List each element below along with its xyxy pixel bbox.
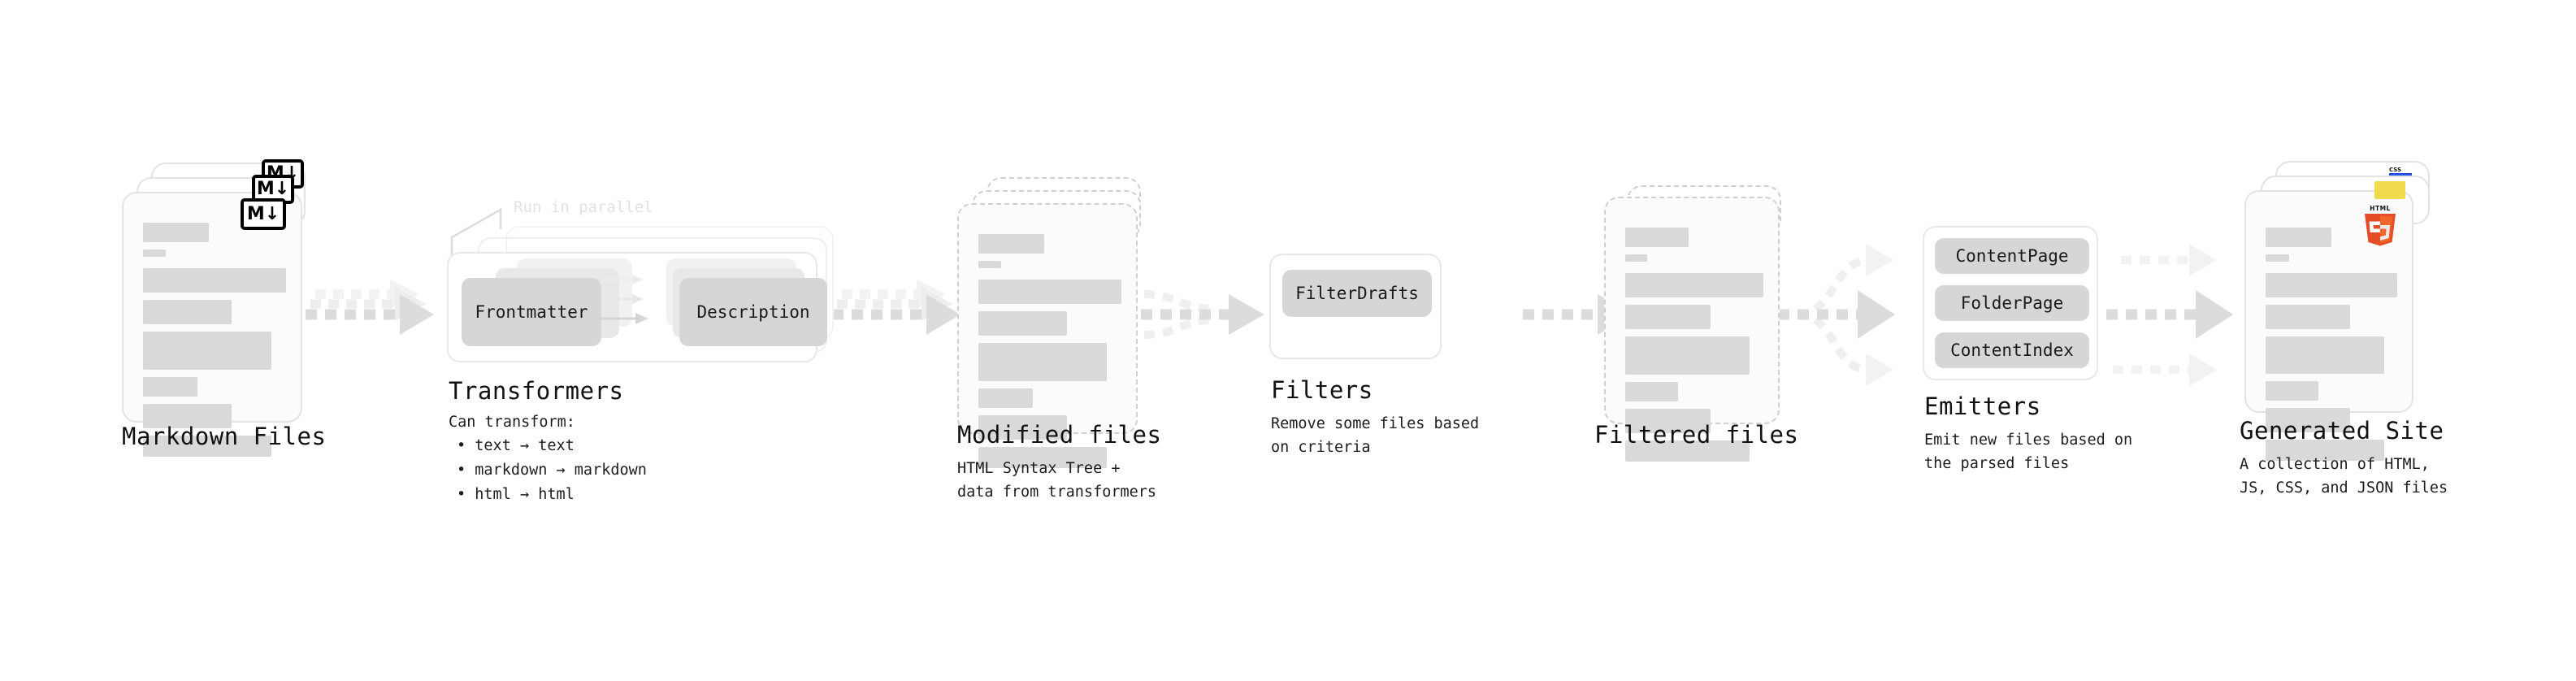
transformers-description: Can transform:: [449, 414, 575, 431]
emitter-pill-contentindex-label: ContentIndex: [1950, 340, 2074, 360]
transformer-internal-arrows: [601, 275, 648, 324]
modified-card-front: [957, 203, 1138, 468]
arrow-modified-to-filters: [1141, 290, 1264, 339]
emitter-pill-folderpage-label: FolderPage: [1960, 293, 2064, 313]
markdown-badge-front: M↓: [241, 198, 286, 230]
modified-files-description: HTML Syntax Tree + data from transformer…: [957, 460, 1157, 501]
transformers-title: Transformers: [449, 377, 624, 405]
markdown-badge-letter: M: [256, 179, 275, 199]
markdown-badge-arrow: ↓: [274, 179, 290, 199]
transformer-pill-frontmatter[interactable]: Frontmatter: [462, 278, 601, 346]
transformer-pill-frontmatter-label: Frontmatter: [475, 302, 588, 322]
arrow-transformers-to-modified: [832, 280, 961, 335]
markdown-files-stack: M↓ M↓ M↓: [122, 159, 317, 457]
arrow-filtered-to-emitters: [1778, 244, 1895, 386]
generated-site-title: Generated Site: [2240, 417, 2444, 445]
emitter-pill-folderpage[interactable]: FolderPage: [1935, 285, 2089, 321]
transformers-group: Run in parallel Frontmatter Description: [445, 192, 860, 362]
arrow-emitters-to-site: [2106, 244, 2233, 386]
filter-pill-filterdrafts-label: FilterDrafts: [1295, 284, 1419, 303]
emitters-title: Emitters: [1924, 393, 2041, 420]
emitter-pill-contentpage[interactable]: ContentPage: [1935, 238, 2089, 274]
svg-text:HTML: HTML: [2370, 205, 2391, 212]
filtered-files-stack: [1599, 185, 1794, 462]
arrow-markdown-to-transformers: [306, 280, 434, 335]
js-badge: [2374, 181, 2405, 199]
markdown-files-title: Markdown Files: [122, 423, 327, 450]
filters-box: FilterDrafts: [1269, 254, 1442, 359]
transformers-bullet-2: • html → html: [457, 485, 575, 503]
site-skeleton-lines: [2266, 228, 2397, 468]
transformers-bullet-0: • text → text: [457, 437, 575, 454]
emitters-description: Emit new files based on the parsed files: [1924, 432, 2133, 472]
filtered-card-front: [1604, 197, 1780, 462]
modified-skeleton-lines: [978, 234, 1121, 475]
filtered-files-title: Filtered files: [1594, 421, 1799, 449]
filters-title: Filters: [1271, 376, 1373, 404]
run-in-parallel-label: Run in parallel: [514, 198, 653, 216]
generated-site-description: A collection of HTML, JS, CSS, and JSON …: [2240, 456, 2448, 497]
site-card-front: [2244, 190, 2413, 461]
svg-text:CSS: CSS: [2389, 167, 2401, 173]
emitter-pill-contentindex[interactable]: ContentIndex: [1935, 332, 2089, 368]
modified-files-title: Modified files: [957, 421, 1162, 449]
markdown-skeleton-lines: [143, 223, 286, 464]
generated-site-stack: CSS HTML: [2244, 161, 2448, 461]
emitters-box: ContentPage FolderPage ContentIndex: [1923, 226, 2098, 380]
modified-files-stack: [957, 177, 1152, 468]
css-badge: CSS: [2389, 167, 2412, 176]
markdown-badge-letter: M: [246, 203, 265, 224]
transformers-bullet-1: • markdown → markdown: [457, 461, 647, 479]
markdown-card-front: [122, 192, 302, 457]
filtered-skeleton-lines: [1625, 228, 1763, 469]
transformer-pill-description-label: Description: [696, 302, 810, 322]
run-in-parallel-bracket: [450, 207, 502, 265]
transformer-pill-description[interactable]: Description: [679, 278, 827, 346]
transformers-bullets: • text → text • markdown → markdown • ht…: [457, 434, 647, 507]
filters-description: Remove some files based on criteria: [1271, 415, 1480, 456]
filter-pill-filterdrafts[interactable]: FilterDrafts: [1282, 270, 1432, 317]
emitter-pill-contentpage-label: ContentPage: [1955, 246, 2069, 266]
html5-badge: HTML: [2365, 205, 2396, 246]
markdown-badge-arrow: ↓: [264, 203, 280, 224]
